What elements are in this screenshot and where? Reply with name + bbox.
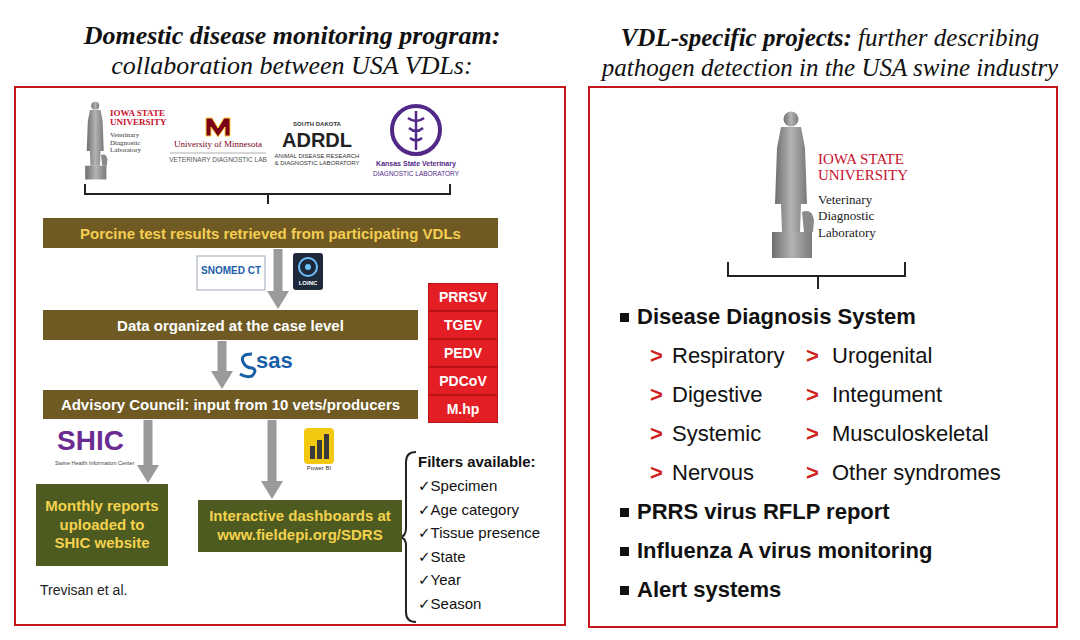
bracket bbox=[85, 184, 450, 204]
list-heading: PRRS virus RFLP report bbox=[637, 499, 890, 525]
list-item: Musculoskeletal bbox=[832, 421, 989, 447]
box-text: Interactive dashboards at www.fieldepi.o… bbox=[203, 507, 397, 545]
chevron-mark: > bbox=[650, 421, 663, 447]
kansas-emblem bbox=[392, 106, 440, 154]
process-band: Data organized at the case level bbox=[43, 310, 418, 340]
logo-text: Veterinary Diagnostic Laboratory bbox=[110, 132, 160, 155]
list-item: Systemic bbox=[672, 421, 761, 447]
flow-arrow bbox=[274, 249, 283, 297]
box-text: Data organized at the case level bbox=[117, 317, 344, 334]
flow-arrow bbox=[218, 341, 227, 377]
citation: Trevisan et al. bbox=[40, 582, 127, 599]
logo-text: Swine Health Information Center bbox=[55, 460, 133, 467]
filter-item: ✓Specimen bbox=[418, 477, 497, 495]
filter-item: ✓Tissue presence bbox=[418, 524, 540, 542]
box-text: PEDV bbox=[444, 345, 482, 361]
logo-text: Kansas State Veterinary bbox=[372, 160, 460, 168]
logo-text: DIAGNOSTIC LABORATORY bbox=[372, 170, 460, 178]
panel-heading: VDL-specific projects:further describing… bbox=[586, 23, 1074, 82]
sas-swirl bbox=[240, 354, 255, 377]
logo-text: ANIMAL DISEASE RESEARCH & DIAGNOSTIC LAB… bbox=[272, 153, 362, 167]
pathogen-box: TGEV bbox=[428, 311, 498, 339]
box-text: Monthly reports uploaded to SHIC website bbox=[41, 497, 163, 553]
chevron-mark: > bbox=[650, 343, 663, 369]
list-item: Other syndromes bbox=[832, 460, 1001, 486]
statue-logo bbox=[772, 112, 814, 259]
filter-heading: Filters available: bbox=[418, 453, 536, 471]
process-band: Porcine test results retrieved from part… bbox=[43, 218, 498, 248]
list-item: Integument bbox=[832, 382, 942, 408]
list-item: Nervous bbox=[672, 460, 754, 486]
list-heading: Disease Diagnosis System bbox=[637, 304, 916, 330]
filter-item: ✓Year bbox=[418, 571, 461, 589]
logo-text: IOWA STATE UNIVERSITY bbox=[110, 109, 172, 128]
list-heading: Influenza A virus monitoring bbox=[637, 538, 932, 564]
box-text: TGEV bbox=[444, 317, 482, 333]
filter-item: ✓State bbox=[418, 548, 466, 566]
logo-text: University of Minnesota bbox=[160, 139, 276, 150]
box-text: PRRSV bbox=[439, 289, 487, 305]
logo-text: IOWA STATE UNIVERSITY bbox=[818, 152, 918, 184]
list-item: Urogenital bbox=[832, 343, 932, 369]
pathogen-box: PRRSV bbox=[428, 283, 498, 311]
chevron-mark: > bbox=[650, 382, 663, 408]
logo-text: Power BI bbox=[298, 465, 340, 472]
filter-item: ✓Age category bbox=[418, 501, 519, 519]
flow-arrow bbox=[268, 420, 277, 487]
chevron-mark: > bbox=[650, 460, 663, 486]
snomed-logo-frame bbox=[197, 256, 265, 290]
statue-logo bbox=[85, 102, 107, 180]
flow-arrow bbox=[144, 420, 153, 471]
logo-text: ADRDL bbox=[280, 128, 354, 152]
process-band: Advisory Council: input from 10 vets/pro… bbox=[43, 390, 418, 419]
output-box: Interactive dashboards at www.fieldepi.o… bbox=[198, 500, 402, 552]
logo-text: LOINC bbox=[293, 280, 323, 287]
heading-lead: Domestic disease monitoring program: bbox=[12, 21, 572, 52]
loinc-logo bbox=[293, 253, 323, 290]
logo-text: SNOMED CT bbox=[198, 265, 264, 277]
pathogen-box: PEDV bbox=[428, 339, 498, 367]
output-box: Monthly reports uploaded to SHIC website bbox=[36, 484, 168, 566]
bracket bbox=[728, 262, 905, 289]
box-text: Advisory Council: input from 10 vets/pro… bbox=[61, 396, 400, 413]
heading-lead: VDL-specific projects: bbox=[621, 24, 852, 51]
panel-heading: Domestic disease monitoring program:coll… bbox=[12, 21, 572, 82]
list-item: Respiratory bbox=[672, 343, 784, 369]
box-text: PDCoV bbox=[439, 373, 486, 389]
bullet-squares bbox=[620, 313, 629, 595]
logo-text: sas bbox=[256, 348, 293, 374]
list-heading: Alert systems bbox=[637, 577, 781, 603]
heading-text: collaboration between USA VDLs: bbox=[12, 51, 572, 82]
logo-text: SOUTH DAKOTA bbox=[282, 121, 352, 128]
logo-text: VETERINARY DIAGNOSTIC LAB bbox=[160, 156, 276, 164]
pathogen-box: M.hp bbox=[428, 395, 498, 423]
pathogen-box: PDCoV bbox=[428, 367, 498, 395]
logo-text: Veterinary Diagnostic Laboratory bbox=[818, 192, 890, 241]
chevron-mark: > bbox=[806, 382, 819, 408]
box-text: Porcine test results retrieved from part… bbox=[80, 225, 461, 242]
box-text: M.hp bbox=[447, 401, 480, 417]
filter-item: ✓Season bbox=[418, 595, 481, 613]
chevron-mark: > bbox=[806, 460, 819, 486]
power-bi-icon bbox=[304, 428, 334, 464]
minnesota-m-logo bbox=[206, 118, 230, 137]
logo-text: SHIC bbox=[57, 426, 124, 457]
chevron-mark: > bbox=[806, 343, 819, 369]
chevron-mark: > bbox=[806, 421, 819, 447]
logo-rule bbox=[170, 153, 266, 154]
list-item: Digestive bbox=[672, 382, 762, 408]
